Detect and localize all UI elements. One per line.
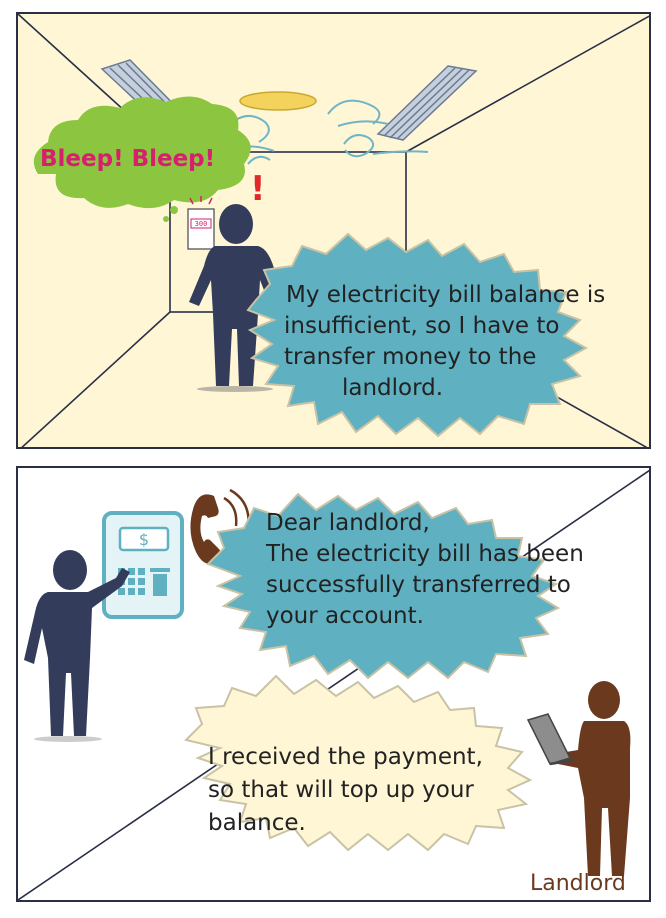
meter-readout: 300 <box>195 220 208 228</box>
tenant-speech-bubble <box>246 232 589 438</box>
tenant-line-1: Dear landlord, <box>266 510 430 536</box>
ceiling-lamp-icon <box>239 91 317 111</box>
speech-line-3: transfer money to the <box>284 344 537 370</box>
alarm-text: Bleep! Bleep! <box>40 146 216 172</box>
atm-machine-icon <box>102 511 184 619</box>
landlord-line-2: so that will top up your <box>208 777 474 803</box>
electricity-meter-icon: 300 <box>187 196 215 250</box>
alarm-thought-cloud <box>33 96 251 209</box>
tenant-shadow <box>197 386 273 392</box>
tenant-speech-bubble-2 <box>206 492 561 680</box>
tenant-shadow-2 <box>34 736 102 742</box>
speech-line-4: landlord. <box>342 375 444 401</box>
landlord-figure <box>554 681 631 876</box>
speech-line-2: insufficient, so I have to <box>284 313 560 339</box>
laptop-icon <box>526 713 575 766</box>
ceiling-light-right-icon <box>376 65 478 141</box>
speech-line-1: My electricity bill balance is <box>286 282 606 308</box>
landlord-line-3: balance. <box>208 810 306 836</box>
tenant-line-3: successfully transferred to <box>266 572 571 598</box>
air-swirl-icon <box>229 99 429 165</box>
tenant-figure <box>189 204 284 386</box>
exclamation-mark: ! <box>250 169 266 209</box>
comic-panel-2: $ Dear landlord, The electricity bill ha… <box>16 466 651 902</box>
atm-dollar-sign: $ <box>139 530 149 549</box>
tenant-line-2: The electricity bill has been <box>266 541 584 567</box>
tenant-figure-atm <box>24 550 130 736</box>
landlord-speech-bubble <box>184 674 533 852</box>
diagonal-divider <box>18 469 649 900</box>
tenant-line-4: your account. <box>266 603 424 629</box>
comic-panel-1: 300 ! Bleep! Bleep! My electricity bill … <box>16 12 651 449</box>
payment-scene: $ <box>18 469 649 900</box>
landlord-label: Landlord <box>530 871 626 896</box>
room-scene: 300 ! <box>18 14 649 447</box>
landlord-line-1: I received the payment, <box>208 744 483 770</box>
